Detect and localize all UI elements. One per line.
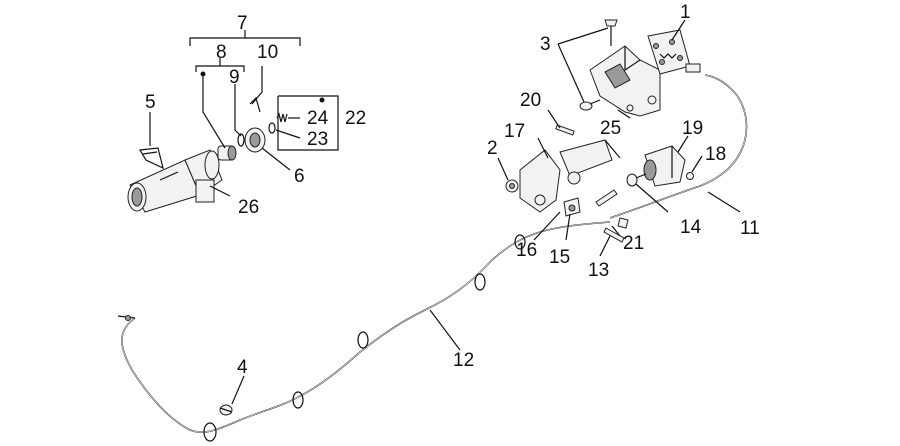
- label-3: 3: [540, 34, 551, 55]
- label-16: 16: [516, 240, 537, 261]
- part-20-bolt: [555, 124, 575, 136]
- label-24: 24: [307, 108, 329, 129]
- label-14: 14: [680, 217, 702, 238]
- part-17-lever-bracket: [519, 139, 621, 213]
- label-17: 17: [504, 121, 525, 142]
- part-4-clip: [219, 404, 233, 416]
- label-26: 26: [238, 197, 259, 218]
- part-18-screw: [686, 172, 694, 180]
- part-6-ring: [244, 127, 266, 153]
- leaders-upper-right: [557, 19, 686, 119]
- part-14-fitting: [626, 173, 647, 187]
- part-15-clamp: [563, 197, 581, 217]
- label-20: 20: [520, 90, 541, 111]
- part-23-ring: [268, 122, 276, 134]
- part-21-pin: [595, 189, 629, 229]
- part-24-spring: [276, 112, 288, 123]
- label-4: 4: [237, 357, 248, 378]
- label-23: 23: [307, 129, 328, 150]
- part-19-actuator: [643, 145, 686, 187]
- label-25: 25: [600, 118, 621, 139]
- label-5: 5: [145, 92, 156, 113]
- label-8: 8: [216, 42, 227, 63]
- label-15: 15: [549, 247, 570, 268]
- part-9-washer: [237, 133, 245, 147]
- label-19: 19: [682, 118, 703, 139]
- label-12: 12: [453, 350, 474, 371]
- part-26-lock-housing: [127, 149, 223, 213]
- part-8-lock-cylinder: [217, 145, 237, 161]
- label-9: 9: [229, 67, 240, 88]
- label-13: 13: [588, 260, 609, 281]
- leaders-left: [149, 30, 339, 197]
- part-2-nut: [505, 179, 519, 193]
- label-10: 10: [257, 42, 278, 63]
- cable-11: [609, 74, 748, 219]
- part-25-bracket: [589, 45, 661, 117]
- part-1-hinge-plate: [647, 29, 701, 75]
- part-10-spring: [249, 96, 261, 113]
- part-13-cable-end: [603, 227, 625, 243]
- callout-labels: 7 8 9 10 5 24 22 23 6 26 1 3 20 25 17 19…: [145, 2, 760, 378]
- label-7: 7: [237, 13, 248, 34]
- label-22: 22: [345, 108, 366, 129]
- part-3-screws: [579, 19, 618, 111]
- label-6: 6: [294, 166, 305, 187]
- part-5-spring-clip: [139, 147, 164, 170]
- label-11: 11: [740, 218, 760, 239]
- label-18: 18: [705, 144, 726, 165]
- leaders-middle-right: [231, 109, 741, 405]
- label-1: 1: [680, 2, 691, 23]
- label-2: 2: [487, 138, 498, 159]
- cable-12: [117, 221, 611, 442]
- label-21: 21: [623, 233, 644, 254]
